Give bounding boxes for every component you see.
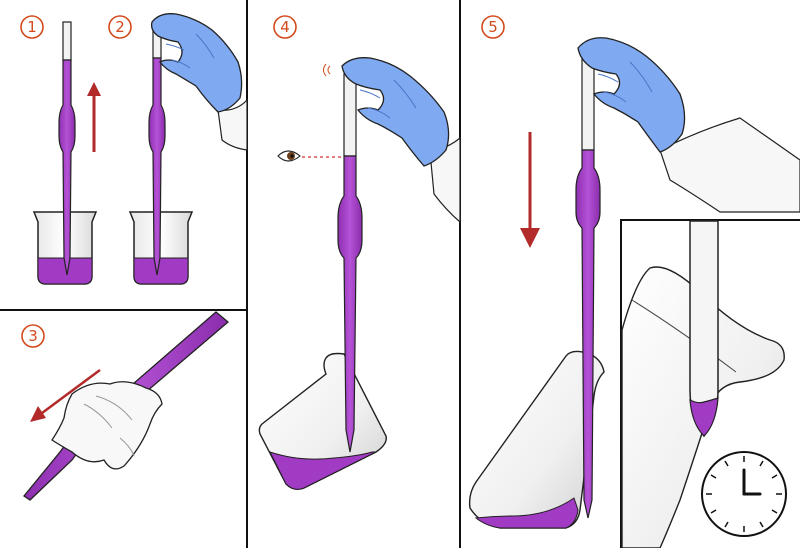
panel-1-fill-pipette: [32, 21, 101, 285]
pipette-2: [148, 21, 166, 276]
arrow-down-icon: [520, 132, 540, 248]
step-2-label: 2: [108, 15, 132, 39]
arrow-down-left-icon: [30, 368, 101, 422]
arrow-up-icon: [87, 82, 101, 152]
panel-4-read-meniscus: [258, 57, 461, 491]
step-2-number: 2: [115, 18, 125, 36]
panel-5-dispense: [468, 37, 800, 529]
step-5-label: 5: [481, 15, 505, 39]
step-4-number: 4: [280, 18, 290, 36]
step-1-label: 1: [20, 15, 44, 39]
beaker-2: [128, 211, 194, 285]
step-5-number: 5: [488, 18, 498, 36]
gloved-hand-4: [341, 57, 461, 224]
tissue-wipe: [51, 381, 163, 470]
clock-icon: [701, 451, 787, 537]
pipette-5: [575, 49, 601, 519]
panel-2-hold-pipette: [128, 13, 248, 285]
pipette-4: [337, 73, 363, 453]
panel-3-wipe-pipette: [23, 311, 230, 501]
panel-6-tip-touch: [621, 220, 800, 548]
tilted-beaker-4: [258, 352, 387, 491]
pipette-tip-closeup: [689, 220, 719, 438]
step-3-number: 3: [28, 327, 38, 345]
step-4-label: 4: [273, 15, 297, 39]
pipette-1: [58, 21, 76, 276]
step-3-label: 3: [21, 324, 45, 348]
step-1-number: 1: [27, 18, 37, 36]
gloved-hand-5: [577, 37, 800, 213]
eye-icon: [277, 150, 301, 162]
gloved-hand-2: [150, 13, 248, 151]
